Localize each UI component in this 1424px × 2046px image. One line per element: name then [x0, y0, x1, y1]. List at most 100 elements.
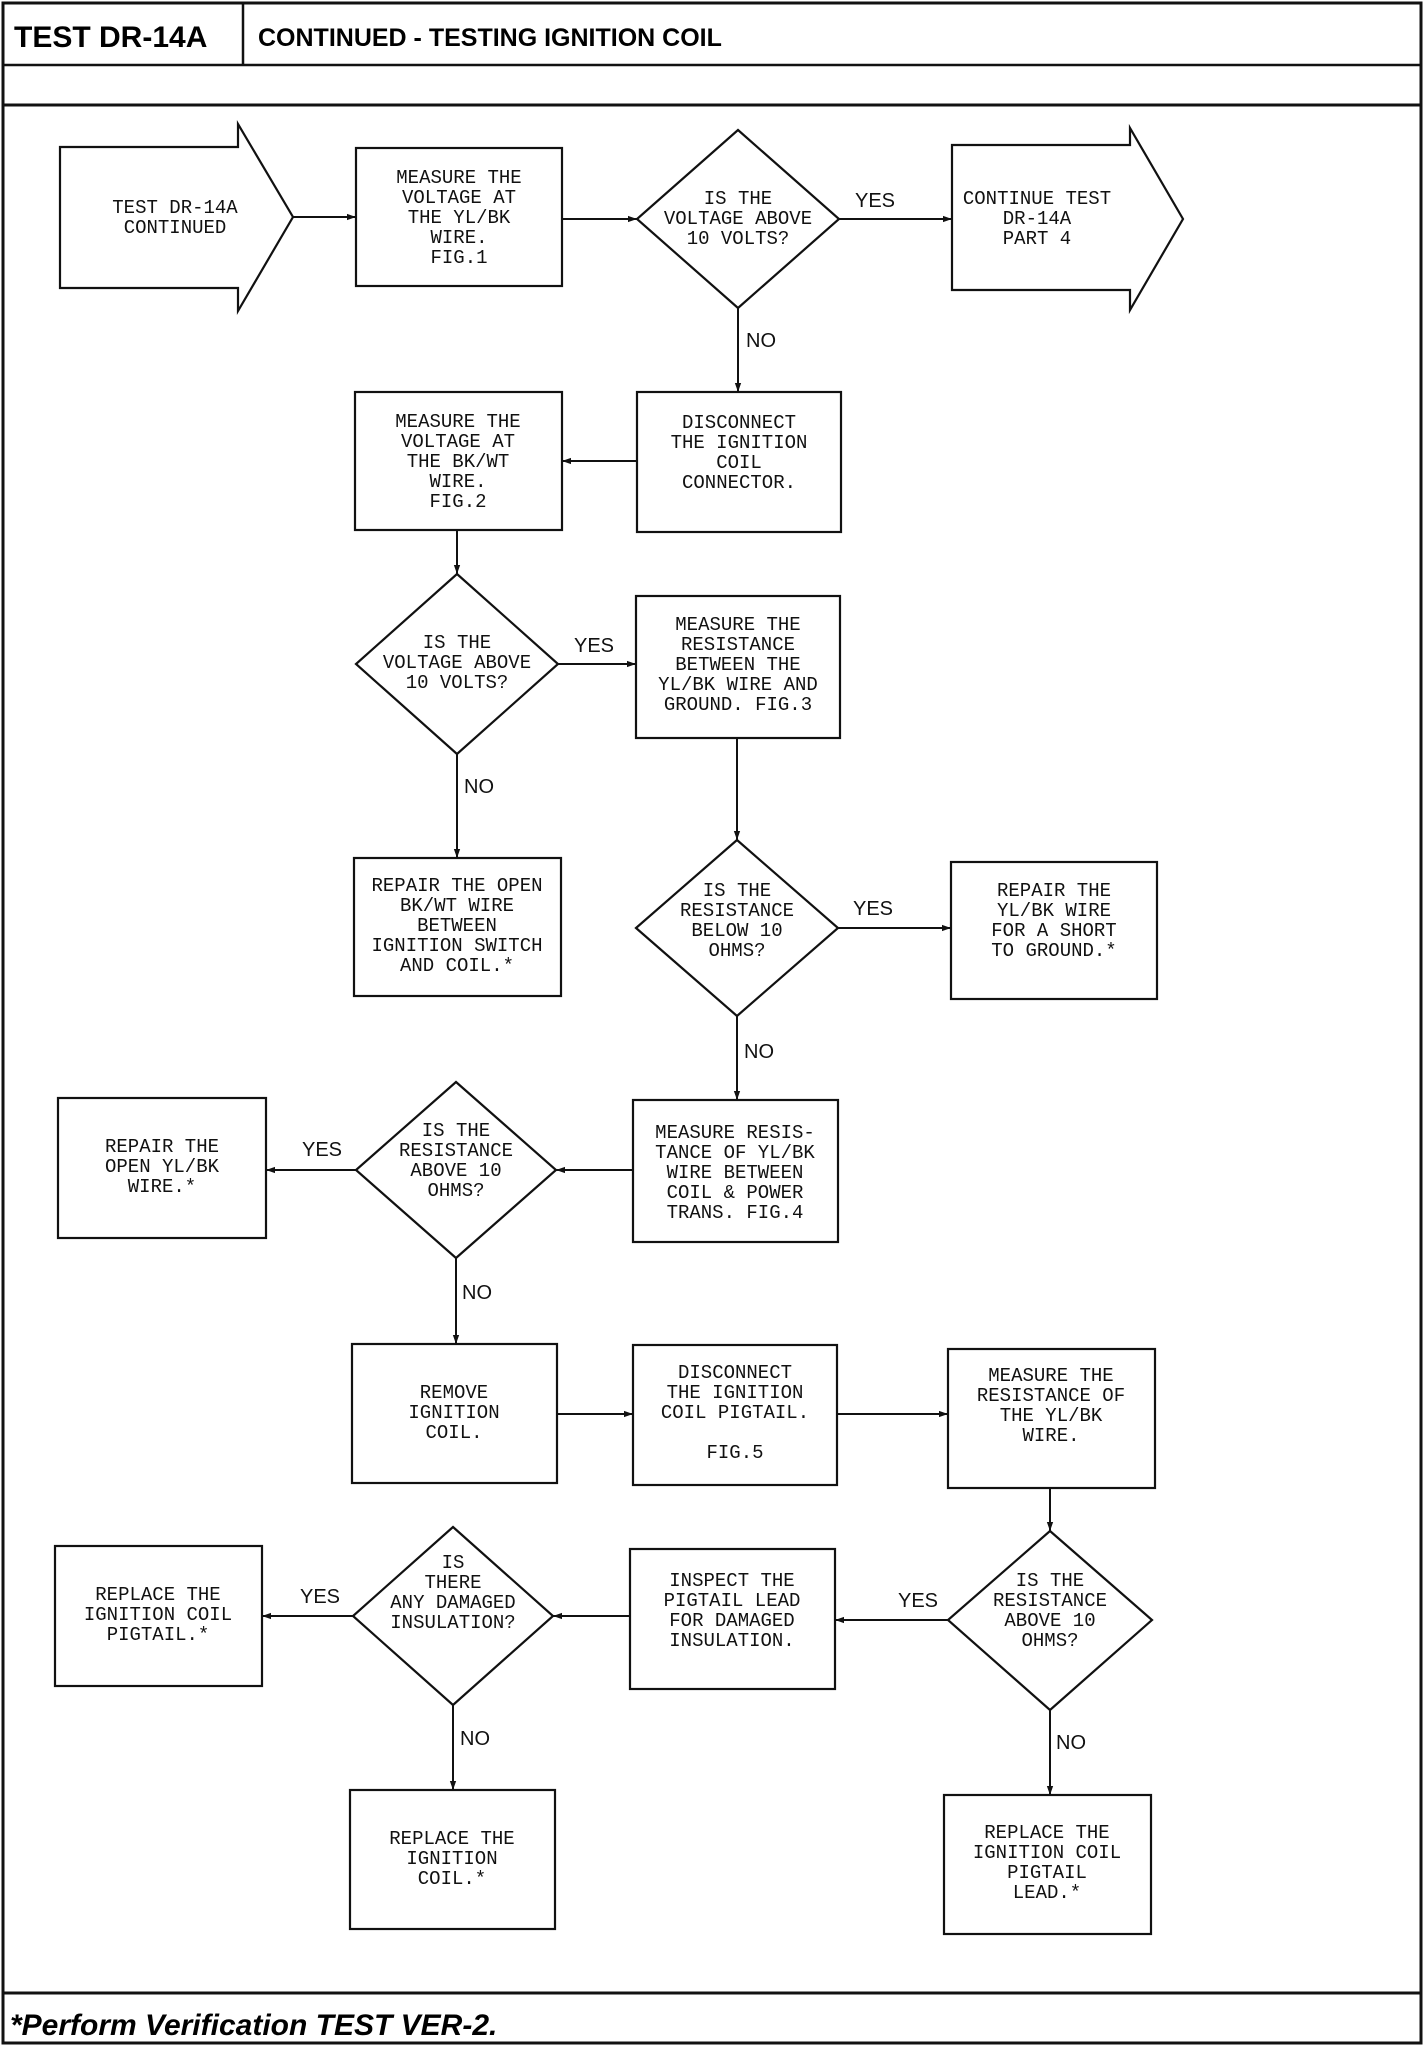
header-test-id: TEST DR-14A — [14, 21, 207, 54]
node-text-line: ANY DAMAGED — [390, 1592, 515, 1614]
node-text-line: BETWEEN THE — [675, 654, 800, 676]
node-text-line: TRANS. FIG.4 — [667, 1202, 804, 1224]
node-text-line: OHMS? — [1021, 1630, 1078, 1652]
node-text-line: ABOVE 10 — [410, 1160, 501, 1182]
continue-part4-arrow-shape — [950, 123, 1185, 315]
node-text-line: WIRE. — [430, 227, 487, 249]
node-text-line: COIL. — [425, 1422, 482, 1444]
label-no-decision-insulation: NO — [460, 1728, 490, 1750]
node-text-line: WIRE. — [1022, 1425, 1079, 1447]
node-text-line: THE BK/WT — [407, 451, 510, 473]
node-text-line: IS — [442, 1552, 465, 1574]
replace-coil-box — [348, 1788, 557, 1931]
node-text-line: PIGTAIL — [1007, 1862, 1087, 1884]
node-text-line: REPLACE THE — [389, 1828, 514, 1850]
node-text-line: DR-14A — [1003, 208, 1072, 230]
node-text-line: THE IGNITION — [667, 1382, 804, 1404]
node-text-line: COIL & POWER — [667, 1182, 804, 1204]
measure-fig3-box — [634, 594, 842, 740]
label-no-decision-below: NO — [744, 1041, 774, 1063]
node-text-line: PIGTAIL LEAD — [664, 1590, 801, 1612]
node-text-line: AND COIL.* — [400, 955, 514, 977]
node-text-line: REPLACE THE — [984, 1822, 1109, 1844]
remove-coil-box — [350, 1342, 559, 1485]
node-text-line: RESISTANCE OF — [977, 1385, 1125, 1407]
label-no-decision1: NO — [746, 330, 776, 352]
node-text-line: IGNITION COIL — [973, 1842, 1121, 1864]
node-text-line: WIRE.* — [128, 1176, 196, 1198]
node-text-line: VOLTAGE AT — [402, 187, 516, 209]
label-yes-decision-above1: YES — [302, 1139, 342, 1161]
node-text-line: YL/BK WIRE AND — [658, 674, 818, 696]
node-text-line: MEASURE THE — [395, 411, 520, 433]
node-text-line: GROUND. FIG.3 — [664, 694, 812, 716]
inspect-pigtail-box — [628, 1547, 837, 1691]
node-text-line: VOLTAGE AT — [401, 431, 515, 453]
node-text-line: BELOW 10 — [691, 920, 782, 942]
repair-bkwt-box — [352, 856, 563, 998]
node-text-line: BK/WT WIRE — [400, 895, 514, 917]
label-no-decision-above1: NO — [462, 1282, 492, 1304]
repair-short-box — [949, 860, 1159, 1001]
node-text-line: FOR DAMAGED — [669, 1610, 794, 1632]
node-text-line: RESISTANCE — [399, 1140, 513, 1162]
label-yes-decision-above2: YES — [898, 1590, 938, 1612]
node-text-line: WIRE BETWEEN — [667, 1162, 804, 1184]
node-text-line: BETWEEN — [417, 915, 497, 937]
node-text-line: LEAD.* — [1013, 1882, 1081, 1904]
node-text-line: IS THE — [704, 188, 772, 210]
measure-fig2-box — [353, 390, 564, 532]
node-text-line: CONTINUED — [124, 217, 227, 239]
label-yes-decision-below: YES — [853, 898, 893, 920]
disconnect-pigtail-box — [631, 1343, 839, 1487]
node-text-line: IS THE — [703, 880, 771, 902]
repair-open-ylbk-box — [56, 1096, 268, 1240]
node-text-line: MEASURE THE — [396, 167, 521, 189]
node-text-line: TANCE OF YL/BK — [655, 1142, 815, 1164]
node-text-line: DISCONNECT — [678, 1362, 792, 1384]
node-text-line: IGNITION SWITCH — [371, 935, 542, 957]
node-text-line: CONNECTOR. — [682, 472, 796, 494]
node-text-line: OPEN YL/BK — [105, 1156, 220, 1178]
node-text-line: PIGTAIL.* — [107, 1624, 210, 1646]
node-text-line: THE IGNITION — [671, 432, 808, 454]
node-text-line: INSULATION. — [669, 1630, 794, 1652]
node-text-line: MEASURE THE — [675, 614, 800, 636]
node-text-line: MEASURE THE — [988, 1365, 1113, 1387]
header-title: CONTINUED - TESTING IGNITION COIL — [258, 24, 722, 52]
start-arrow-shape — [58, 119, 295, 316]
label-yes-decision-insulation: YES — [300, 1586, 340, 1608]
node-text-line: FIG.5 — [706, 1442, 763, 1464]
replace-pigtail-lead-box — [942, 1793, 1153, 1936]
node-text-line: MEASURE RESIS- — [655, 1122, 815, 1144]
measure-fig4-box — [631, 1098, 840, 1244]
node-text-line: IGNITION COIL — [84, 1604, 232, 1626]
label-no-decision2: NO — [464, 776, 494, 798]
node-text-line: VOLTAGE ABOVE — [664, 208, 812, 230]
node-text-line: CONTINUE TEST — [963, 188, 1111, 210]
node-text-line: IGNITION — [406, 1848, 497, 1870]
node-text-line: VOLTAGE ABOVE — [383, 652, 531, 674]
label-yes-decision2: YES — [574, 635, 614, 657]
node-text-line: TEST DR-14A — [112, 197, 238, 219]
